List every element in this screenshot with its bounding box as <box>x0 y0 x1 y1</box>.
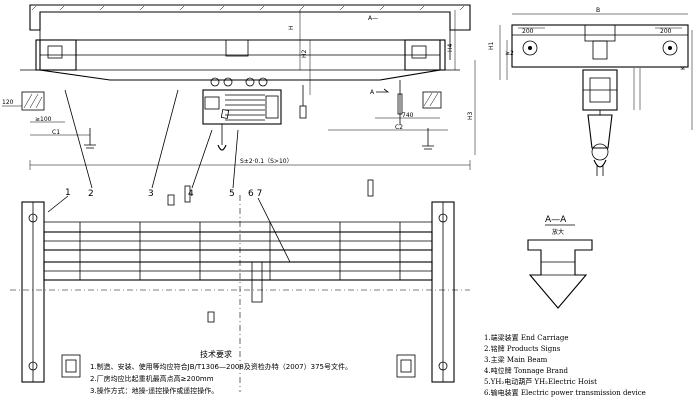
dim-200-left: 200 <box>522 28 534 35</box>
plan-view <box>10 179 470 392</box>
legend-item-2: 2.铭牌 Products Signs <box>484 344 561 353</box>
dim-200-right: 200 <box>660 28 672 35</box>
tonnage-plate <box>225 39 249 57</box>
roof-structure <box>29 4 471 31</box>
section-marker-top: A— <box>368 15 378 22</box>
pendant-controller <box>299 105 307 119</box>
requirements-title: 技术要求 <box>200 349 232 359</box>
section-title: A—A <box>545 215 567 225</box>
legend-item-6: 6.输电装置 Electric power transmission devic… <box>484 388 646 397</box>
side-elevation: B 200 200 H1 ≥2 K <box>488 7 693 176</box>
column-bracket-right <box>422 91 442 109</box>
section-a-a: A—A 放大 <box>527 215 593 309</box>
dim-120: 120 <box>2 99 14 106</box>
svg-text:H3: H3 <box>467 111 474 120</box>
callout-6-7: 6 7 <box>248 189 262 199</box>
section-marker-side: A <box>370 89 375 96</box>
callouts: 1 2 3 4 5 6 7 <box>47 89 291 263</box>
svg-text:H2: H2 <box>301 49 308 58</box>
legend-item-5: 5.YH₂电动葫芦 YH₂Electric Hoist <box>484 377 597 386</box>
callout-5: 5 <box>229 189 235 199</box>
drive-motor-left <box>61 354 81 378</box>
dim-c1: C1 <box>52 129 60 136</box>
bracket-hatch <box>23 93 43 109</box>
legend-item-4: 4.吨位牌 Tonnage Brand <box>484 366 568 375</box>
callout-2: 2 <box>88 189 94 199</box>
dim-b: B <box>596 7 600 14</box>
callout-3: 3 <box>148 189 154 199</box>
technical-requirements: 技术要求 1.制造、安装、使用等均应符合JB/T1306—2008及资检办特（2… <box>90 349 352 395</box>
parts-legend: 1.端梁装置 End Carriage 2.铭牌 Products Signs … <box>484 333 646 397</box>
dim-k: K <box>680 65 687 70</box>
motor-left <box>47 45 63 59</box>
electric-hoist <box>202 77 282 151</box>
main-beam <box>39 39 441 81</box>
svg-text:H4: H4 <box>447 43 454 52</box>
requirement-3: 3.操作方式：地操-遥控操作或遥控操作。 <box>90 386 218 395</box>
roof-hatching <box>31 5 465 11</box>
walkway-posts <box>79 222 401 280</box>
front-elevation: H H2 H4 H3 120 ≥100 C1 740 C2 S±2·0.1（S>… <box>2 4 476 170</box>
dim-gap: ≥2 <box>505 50 514 57</box>
callout-1: 1 <box>65 188 71 198</box>
legend-item-1: 1.端梁装置 End Carriage <box>484 333 569 342</box>
section-subtitle: 放大 <box>552 228 564 236</box>
dim-740: 740 <box>402 112 414 119</box>
dim-span: S±2·0.1（S>10） <box>240 158 293 165</box>
dim-c2: C2 <box>395 124 403 131</box>
dim-100: ≥100 <box>35 116 52 123</box>
motor-right <box>411 45 427 59</box>
requirement-2: 2.厂房均应比起重机最高点高≥200mm <box>90 374 214 383</box>
drive-motor-right <box>396 354 416 378</box>
requirement-1: 1.制造、安装、使用等均应符合JB/T1306—2008及资检办特（2007）3… <box>90 362 352 371</box>
callout-4: 4 <box>188 189 194 199</box>
svg-text:H: H <box>288 25 295 30</box>
section-profile <box>527 239 593 309</box>
column-bracket-left <box>21 91 45 111</box>
legend-item-3: 3.主梁 Main Beam <box>484 355 548 364</box>
dim-h1: H1 <box>488 41 495 50</box>
